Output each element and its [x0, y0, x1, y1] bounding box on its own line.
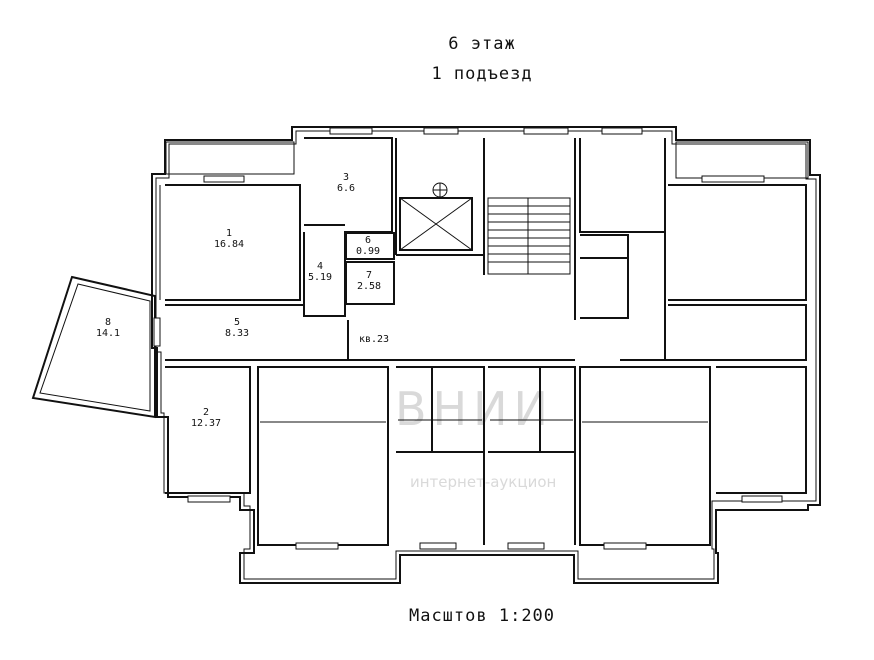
room-6-number: 6 — [365, 235, 371, 246]
loggia-room-8 — [31, 275, 156, 419]
room-1-number: 1 — [226, 228, 232, 239]
interior-walls — [159, 137, 807, 546]
room-3-area: 6.6 — [337, 183, 355, 194]
apartment-label: кв.23 — [359, 334, 389, 345]
room-3-number: 3 — [343, 172, 349, 183]
room-8-number: 8 — [105, 317, 111, 328]
svg-text:ВНИИ: ВНИИ — [395, 382, 554, 436]
outer-walls — [151, 126, 821, 584]
room-5-number: 5 — [234, 317, 240, 328]
room-2-number: 2 — [203, 407, 209, 418]
scale-caption: Масштов 1:200 — [408, 606, 556, 626]
room-8-area: 14.1 — [96, 328, 120, 339]
room-labels: 1 16.84 2 12.37 3 6.6 4 5.19 5 8.33 6 0.… — [96, 172, 389, 429]
room-5-area: 8.33 — [225, 328, 249, 339]
room-7-number: 7 — [366, 270, 372, 281]
room-7-area: 2.58 — [357, 281, 381, 292]
floor-title: 6 этаж — [448, 34, 516, 54]
room-6-area: 0.99 — [356, 246, 380, 257]
watermark: ВНИИ интернет-аукцион — [395, 382, 556, 491]
staircase — [487, 197, 571, 275]
room-2-area: 12.37 — [191, 418, 221, 429]
room-4-number: 4 — [317, 261, 323, 272]
entrance-title: 1 подъезд — [431, 64, 533, 84]
windows — [153, 127, 783, 550]
room-4-area: 5.19 — [308, 272, 332, 283]
room-1-area: 16.84 — [214, 239, 244, 250]
